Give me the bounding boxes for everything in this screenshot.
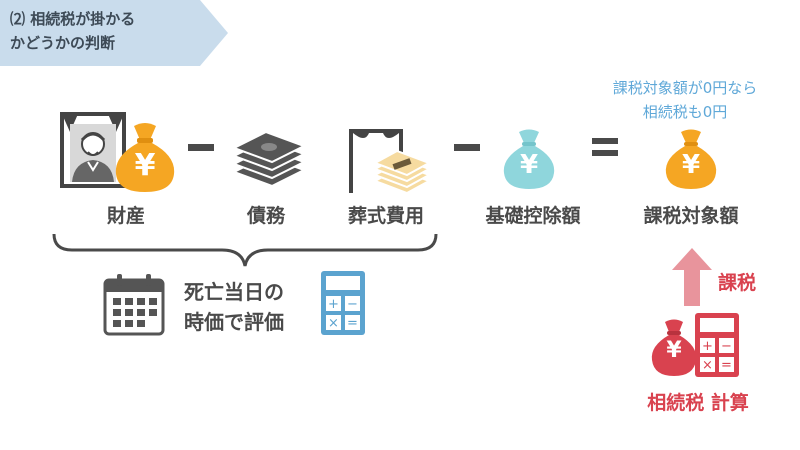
- tax-calculator-icon: + − × =: [695, 313, 739, 377]
- minus-operator-2: [454, 144, 480, 151]
- calendar-icon: [103, 274, 165, 336]
- calc-key-times: ×: [328, 316, 339, 331]
- equals-operator-bottom: [592, 150, 618, 156]
- zero-tax-note: 課税対象額が0円なら 相続税も0円: [580, 76, 790, 124]
- funeral-cost-label: 葬式費用: [347, 205, 424, 227]
- taxable-yen-symbol: ¥: [681, 150, 701, 180]
- tax-money-bag-icon: [651, 319, 697, 376]
- money-bag-icon: [115, 123, 175, 192]
- section-title: ⑵ 相続税が掛かる かどうかの判断: [10, 7, 210, 55]
- calc-key-plus: +: [328, 297, 339, 312]
- section-title-line1: ⑵ 相続税が掛かる: [10, 10, 136, 28]
- taxation-label: 課税: [718, 272, 757, 294]
- banknote-stack-icon: [231, 130, 307, 188]
- calc-key-minus: −: [347, 297, 358, 312]
- tax-yen-symbol: ¥: [666, 338, 682, 363]
- tax-calc-key-minus: −: [721, 339, 732, 354]
- deduction-yen-symbol: ¥: [519, 150, 539, 180]
- deduction-money-bag-icon: [503, 129, 555, 189]
- tax-calc-key-times: ×: [702, 358, 713, 373]
- valuation-text-line1: 死亡当日の: [184, 280, 284, 304]
- equals-operator-top: [592, 138, 618, 144]
- zero-tax-note-line1: 課税対象額が0円なら: [612, 79, 758, 97]
- funeral-icon: [349, 129, 431, 195]
- taxable-amount-label: 課税対象額: [643, 205, 739, 227]
- valuation-text-line2: 時価で評価: [184, 310, 284, 334]
- arrow-up-icon: [672, 248, 712, 306]
- calculator-icon: + − × =: [321, 271, 365, 335]
- valuation-text: 死亡当日の 時価で評価: [184, 277, 284, 337]
- inheritance-tax-calculation-label: 相続税 計算: [647, 392, 749, 414]
- calc-key-equals: =: [347, 316, 358, 331]
- grouping-brace: [52, 233, 438, 267]
- tax-calc-key-equals: =: [721, 358, 732, 373]
- section-banner: [0, 0, 228, 66]
- assets-yen-symbol: ¥: [134, 148, 156, 183]
- tax-calc-key-plus: +: [702, 339, 713, 354]
- basic-deduction-label: 基礎控除額: [485, 205, 581, 227]
- taxable-money-bag-icon: [665, 129, 717, 189]
- section-title-line2: かどうかの判断: [10, 34, 116, 52]
- zero-tax-note-line2: 相続税も0円: [642, 103, 728, 121]
- debts-label: 債務: [246, 205, 285, 227]
- minus-operator-1: [188, 144, 214, 151]
- assets-label: 財産: [106, 205, 145, 227]
- portrait-icon: [60, 112, 126, 188]
